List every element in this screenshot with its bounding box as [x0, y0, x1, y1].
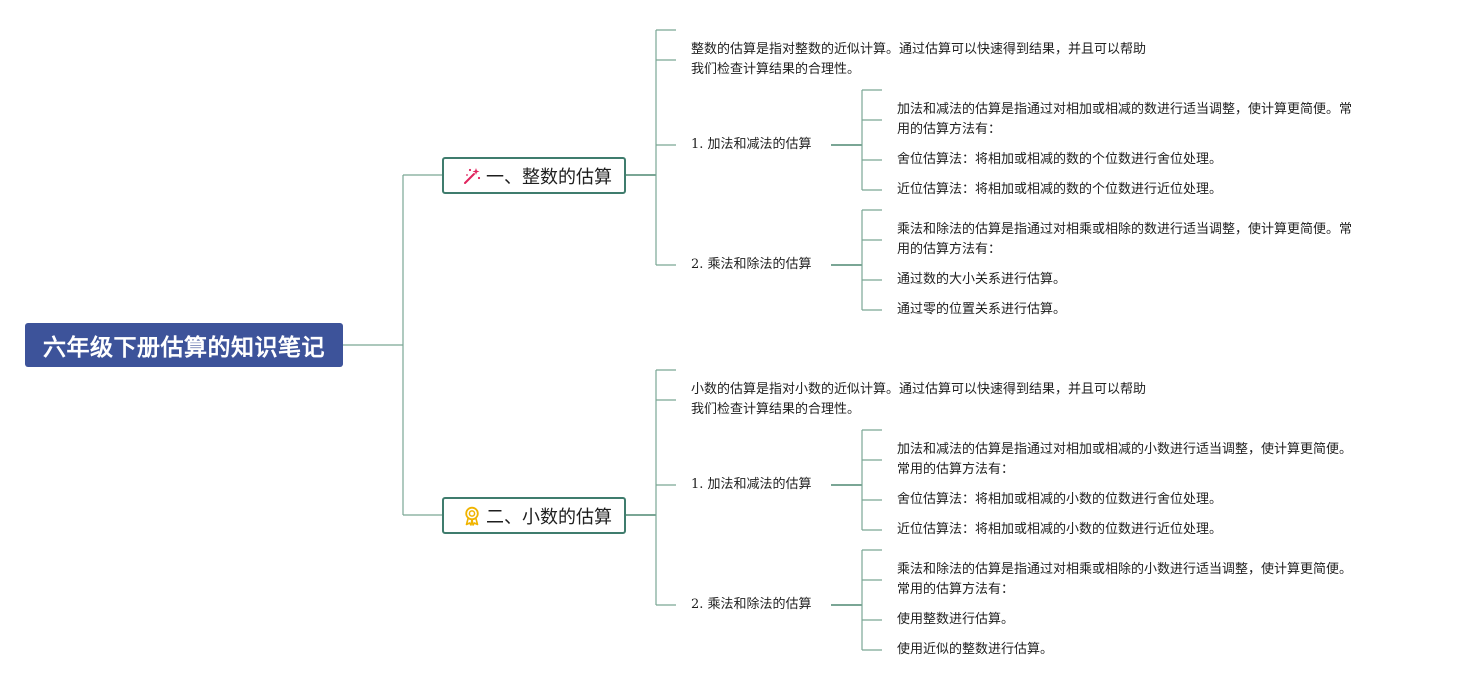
- text-line: 舍位估算法：将相加或相减的数的个位数进行舍位处理。: [897, 152, 1223, 167]
- topic-label: 一、整数的估算: [486, 166, 612, 188]
- text-line: 我们检查计算结果的合理性。: [691, 402, 861, 417]
- leaf-node[interactable]: 乘法和除法的估算是指通过对相乘或相除的小数进行适当调整，使计算更简便。 常用的估…: [897, 560, 1352, 600]
- text-line: 舍位估算法：将相加或相减的小数的位数进行舍位处理。: [897, 492, 1223, 507]
- text-line: 小数的估算是指对小数的近似计算。通过估算可以快速得到结果，并且可以帮助: [691, 382, 1147, 397]
- text-line: 加法和减法的估算是指通过对相加或相减的数进行适当调整，使计算更简便。常: [897, 102, 1353, 117]
- leaf-node[interactable]: 近位估算法：将相加或相减的小数的位数进行近位处理。: [897, 520, 1222, 540]
- text-line: 常用的估算方法有：: [897, 462, 1015, 477]
- text-line: 乘法和除法的估算是指通过对相乘或相除的数进行适当调整，使计算更简便。常: [897, 222, 1353, 237]
- topic-intro-text[interactable]: 整数的估算是指对整数的近似计算。通过估算可以快速得到结果，并且可以帮助 我们检查…: [691, 40, 1211, 80]
- leaf-node[interactable]: 近位估算法：将相加或相减的数的个位数进行近位处理。: [897, 180, 1222, 200]
- leaf-node[interactable]: 通过零的位置关系进行估算。: [897, 300, 1066, 320]
- text-line: 常用的估算方法有：: [897, 582, 1015, 597]
- leaf-node[interactable]: 乘法和除法的估算是指通过对相乘或相除的数进行适当调整，使计算更简便。常 用的估算…: [897, 220, 1352, 260]
- leaf-node[interactable]: 通过数的大小关系进行估算。: [897, 270, 1066, 290]
- text-line: 通过数的大小关系进行估算。: [897, 272, 1067, 287]
- text-line: 使用整数进行估算。: [897, 612, 1015, 627]
- text-line: 加法和减法的估算是指通过对相加或相减的小数进行适当调整，使计算更简便。: [897, 442, 1353, 457]
- topic-intro-text[interactable]: 小数的估算是指对小数的近似计算。通过估算可以快速得到结果，并且可以帮助 我们检查…: [691, 380, 1211, 420]
- leaf-node[interactable]: 舍位估算法：将相加或相减的小数的位数进行舍位处理。: [897, 490, 1222, 510]
- subtopic-multiplication-division[interactable]: 2. 乘法和除法的估算: [691, 255, 812, 275]
- topic-integer-estimation[interactable]: 一、整数的估算: [442, 157, 626, 194]
- leaf-node[interactable]: 舍位估算法：将相加或相减的数的个位数进行舍位处理。: [897, 150, 1222, 170]
- leaf-node[interactable]: 加法和减法的估算是指通过对相加或相减的小数进行适当调整，使计算更简便。 常用的估…: [897, 440, 1352, 480]
- leaf-node[interactable]: 加法和减法的估算是指通过对相加或相减的数进行适当调整，使计算更简便。常 用的估算…: [897, 100, 1352, 140]
- subtopic-label: 1. 加法和减法的估算: [691, 137, 812, 152]
- text-line: 用的估算方法有：: [897, 122, 1002, 137]
- text-line: 用的估算方法有：: [897, 242, 1002, 257]
- topic-decimal-estimation[interactable]: 二、小数的估算: [442, 497, 626, 534]
- text-line: 通过零的位置关系进行估算。: [897, 302, 1067, 317]
- subtopic-addition-subtraction[interactable]: 1. 加法和减法的估算: [691, 135, 812, 155]
- text-line: 使用近似的整数进行估算。: [897, 642, 1054, 657]
- topic-label: 二、小数的估算: [486, 506, 612, 528]
- text-line: 近位估算法：将相加或相减的小数的位数进行近位处理。: [897, 522, 1223, 537]
- text-line: 乘法和除法的估算是指通过对相乘或相除的小数进行适当调整，使计算更简便。: [897, 562, 1353, 577]
- text-line: 我们检查计算结果的合理性。: [691, 62, 861, 77]
- leaf-node[interactable]: 使用近似的整数进行估算。: [897, 640, 1053, 660]
- root-node[interactable]: 六年级下册估算的知识笔记: [25, 323, 343, 367]
- subtopic-addition-subtraction[interactable]: 1. 加法和减法的估算: [691, 475, 812, 495]
- subtopic-multiplication-division[interactable]: 2. 乘法和除法的估算: [691, 595, 812, 615]
- text-line: 近位估算法：将相加或相减的数的个位数进行近位处理。: [897, 182, 1223, 197]
- text-line: 整数的估算是指对整数的近似计算。通过估算可以快速得到结果，并且可以帮助: [691, 42, 1147, 57]
- award-ribbon-icon: [462, 506, 482, 526]
- subtopic-label: 2. 乘法和除法的估算: [691, 257, 812, 272]
- magic-wand-icon: [462, 166, 482, 186]
- leaf-node[interactable]: 使用整数进行估算。: [897, 610, 1014, 630]
- subtopic-label: 2. 乘法和除法的估算: [691, 597, 812, 612]
- subtopic-label: 1. 加法和减法的估算: [691, 477, 812, 492]
- root-title: 六年级下册估算的知识笔记: [43, 335, 325, 361]
